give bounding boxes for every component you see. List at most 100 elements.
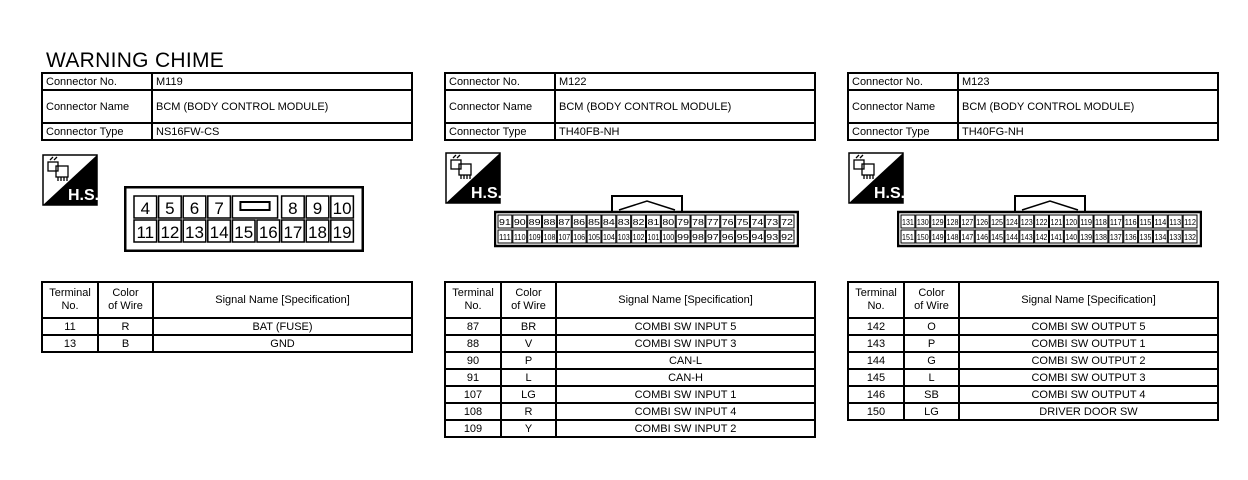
pin-number: 80 [662, 218, 675, 227]
pin-number: 114 [1154, 218, 1166, 227]
hs-text: H.S. [874, 185, 904, 202]
pin-number: 120 [1065, 218, 1077, 227]
pin-cell [1078, 214, 1094, 229]
pin-number: 133 [1169, 233, 1181, 242]
pin-number: 130 [917, 218, 929, 227]
wire-color-cell: L [500, 368, 557, 387]
terminal-no-cell: 142 [847, 317, 905, 336]
hs-text: H.S. [68, 187, 98, 204]
pin-number: 100 [662, 233, 674, 242]
pin-cell [330, 219, 355, 243]
pin-cell [305, 195, 330, 219]
wire-color-cell: V [500, 334, 557, 353]
pin-number: 141 [1051, 233, 1063, 242]
pin-number: 131 [902, 218, 914, 227]
pin-number: 105 [588, 233, 600, 242]
signal-name-cell: COMBI SW OUTPUT 2 [958, 351, 1219, 370]
connector-no-label: Connector No. [41, 72, 153, 91]
pin-number: 137 [1110, 233, 1122, 242]
connector-plug-icon [853, 154, 875, 179]
wire-color-cell: LG [500, 385, 557, 404]
pin-number: 151 [902, 233, 914, 242]
pin-cell [1004, 214, 1020, 229]
pin-number: 106 [573, 233, 585, 242]
connector-lock-tab [611, 195, 683, 212]
pin-number: 142 [1036, 233, 1048, 242]
pin-cell [675, 229, 691, 244]
pin-cell [207, 219, 232, 243]
connector-no-label: Connector No. [847, 72, 959, 91]
pin-cell [660, 214, 676, 229]
pin-cell [256, 219, 281, 243]
pin-cell [1123, 229, 1139, 244]
pin-cell [542, 229, 557, 244]
pin-cell [900, 214, 916, 229]
wire-color-cell: BR [500, 317, 557, 336]
pin-number: 103 [618, 233, 630, 242]
connector-name-value: BCM (BODY CONTROL MODULE) [957, 89, 1219, 124]
pin-number: 92 [781, 233, 794, 242]
pin-cell [720, 229, 736, 244]
pin-number: 79 [677, 218, 690, 227]
lock-tab-arrow [618, 200, 676, 211]
pin-cell [1108, 229, 1124, 244]
terminal-no-cell: 11 [41, 317, 99, 336]
pin-cell [586, 229, 602, 244]
pin-number: 136 [1125, 233, 1137, 242]
pin-number: 87 [558, 218, 571, 227]
connector-name-value: BCM (BODY CONTROL MODULE) [151, 89, 413, 124]
terminal-no-cell: 87 [444, 317, 502, 336]
pin-cell [542, 214, 557, 229]
pin-cell [157, 195, 182, 219]
hs-text: H.S. [471, 185, 501, 202]
pin-number: 127 [961, 218, 973, 227]
pin-number: 125 [991, 218, 1003, 227]
terminal-no-cell: 143 [847, 334, 905, 353]
pin-cell [330, 195, 355, 219]
connector-plug-icon [450, 154, 472, 179]
pin-number: 148 [947, 233, 959, 242]
pin-number: 73 [766, 218, 779, 227]
pin-cell [1138, 229, 1153, 244]
wire-color-cell: R [500, 402, 557, 421]
signal-name-cell: CAN-H [555, 368, 816, 387]
pin-cell [690, 214, 706, 229]
pin-number: 83 [618, 218, 631, 227]
pin-number: 15 [234, 223, 253, 242]
pin-cell [1093, 229, 1109, 244]
pin-number: 17 [283, 223, 302, 242]
pin-number: 76 [722, 218, 735, 227]
hs-badge-m119: H.S. [42, 154, 98, 206]
pin-cell [660, 229, 676, 244]
pin-cell [512, 229, 528, 244]
pin-number: 6 [190, 199, 199, 218]
lock-tab-arrow [1021, 200, 1079, 211]
signal-name-cell: COMBI SW OUTPUT 3 [958, 368, 1219, 387]
terminal-no-cell: 146 [847, 385, 905, 404]
pin-number: 102 [633, 233, 645, 242]
pin-cell [497, 214, 513, 229]
pin-number: 4 [141, 199, 150, 218]
pin-cell [1063, 229, 1079, 244]
signal-name-header: Signal Name [Specification] [152, 281, 413, 319]
pin-number: 18 [308, 223, 327, 242]
pin-cell [1078, 229, 1094, 244]
connector-no-value: M123 [957, 72, 1219, 91]
pin-number: 90 [514, 218, 527, 227]
pin-cell [280, 219, 305, 243]
pin-cell [646, 214, 661, 229]
terminal-no-cell: 91 [444, 368, 502, 387]
